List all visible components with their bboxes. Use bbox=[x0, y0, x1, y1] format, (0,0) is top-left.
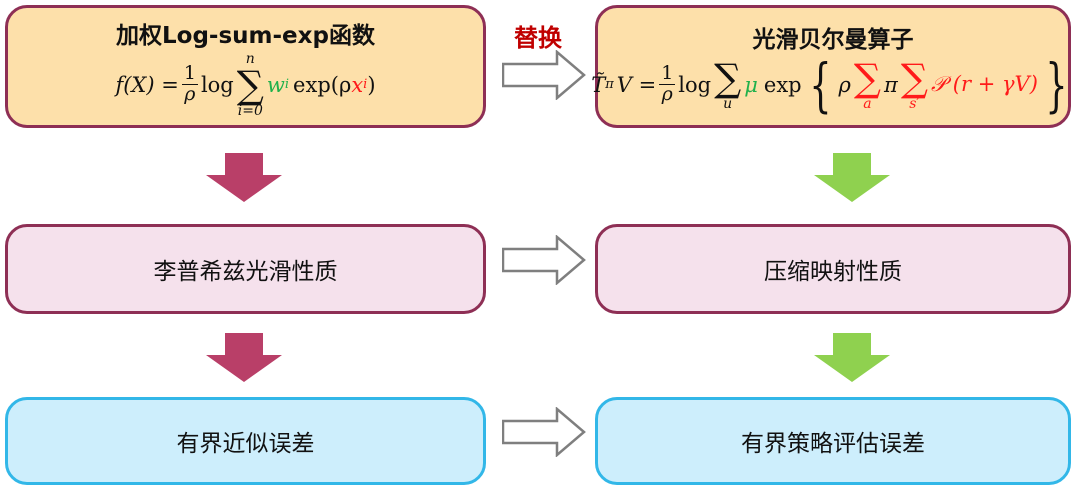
box-label: 有界策略评估误差 bbox=[741, 431, 925, 457]
pi: π bbox=[884, 72, 898, 97]
denominator: ρ bbox=[184, 83, 196, 105]
sum-lower: a bbox=[863, 95, 872, 112]
hollow-right-arrow bbox=[502, 235, 586, 285]
sum-u: ∑u bbox=[714, 55, 742, 112]
hollow-right-arrow bbox=[502, 407, 586, 457]
box-label: 有界近似误差 bbox=[176, 431, 315, 457]
down-arrow-right-1 bbox=[814, 153, 890, 202]
sum-s: ∑s′ bbox=[900, 55, 928, 112]
exp: exp bbox=[763, 72, 802, 97]
numerator: 1 bbox=[659, 62, 676, 85]
sum-symbol: n∑i=0 bbox=[236, 50, 264, 119]
sum-lower: u bbox=[723, 95, 733, 112]
v-eq: V = bbox=[616, 72, 657, 97]
x-var: x bbox=[351, 72, 364, 97]
lipschitz-box: 李普希兹光滑性质 bbox=[5, 224, 486, 314]
denominator: ρ bbox=[661, 83, 673, 105]
weight-sub: i bbox=[284, 77, 290, 92]
box-title: 光滑贝尔曼算子 bbox=[752, 26, 914, 53]
bounded-eval-error-box: 有界策略评估误差 bbox=[595, 397, 1071, 485]
down-arrow-right-2 bbox=[814, 333, 890, 382]
sum-upper: n bbox=[245, 50, 255, 67]
pi-sup: π bbox=[605, 77, 614, 92]
hollow-right-arrow bbox=[502, 50, 586, 100]
paren: ) bbox=[367, 72, 376, 97]
box-title: 加权Log-sum-exp函数 bbox=[116, 22, 375, 49]
mu: μ bbox=[744, 72, 758, 97]
log: log bbox=[200, 72, 234, 97]
sum-lower: s′ bbox=[909, 95, 920, 112]
numerator: 1 bbox=[181, 62, 198, 85]
rho: ρ bbox=[838, 72, 851, 97]
formula-lhs: f(X) = bbox=[115, 72, 179, 97]
bounded-approx-error-box: 有界近似误差 bbox=[5, 397, 486, 485]
down-arrow-left-1 bbox=[206, 153, 282, 202]
contraction-box: 压缩映射性质 bbox=[595, 224, 1071, 314]
sum-a: ∑a bbox=[853, 55, 882, 112]
box-label: 压缩映射性质 bbox=[764, 259, 902, 285]
x-sub: i bbox=[363, 77, 368, 92]
exp: exp(ρ bbox=[293, 72, 352, 97]
weight: w bbox=[266, 72, 285, 97]
transition-term: 𝒫 (r + γV) bbox=[930, 72, 1038, 96]
log: log bbox=[678, 72, 712, 97]
replace-label: 替换 bbox=[514, 24, 562, 52]
box-label: 李普希兹光滑性质 bbox=[153, 259, 338, 285]
down-arrow-left-2 bbox=[206, 333, 282, 382]
operator: T̃ bbox=[591, 72, 606, 97]
sum-lower: i=0 bbox=[237, 102, 263, 119]
